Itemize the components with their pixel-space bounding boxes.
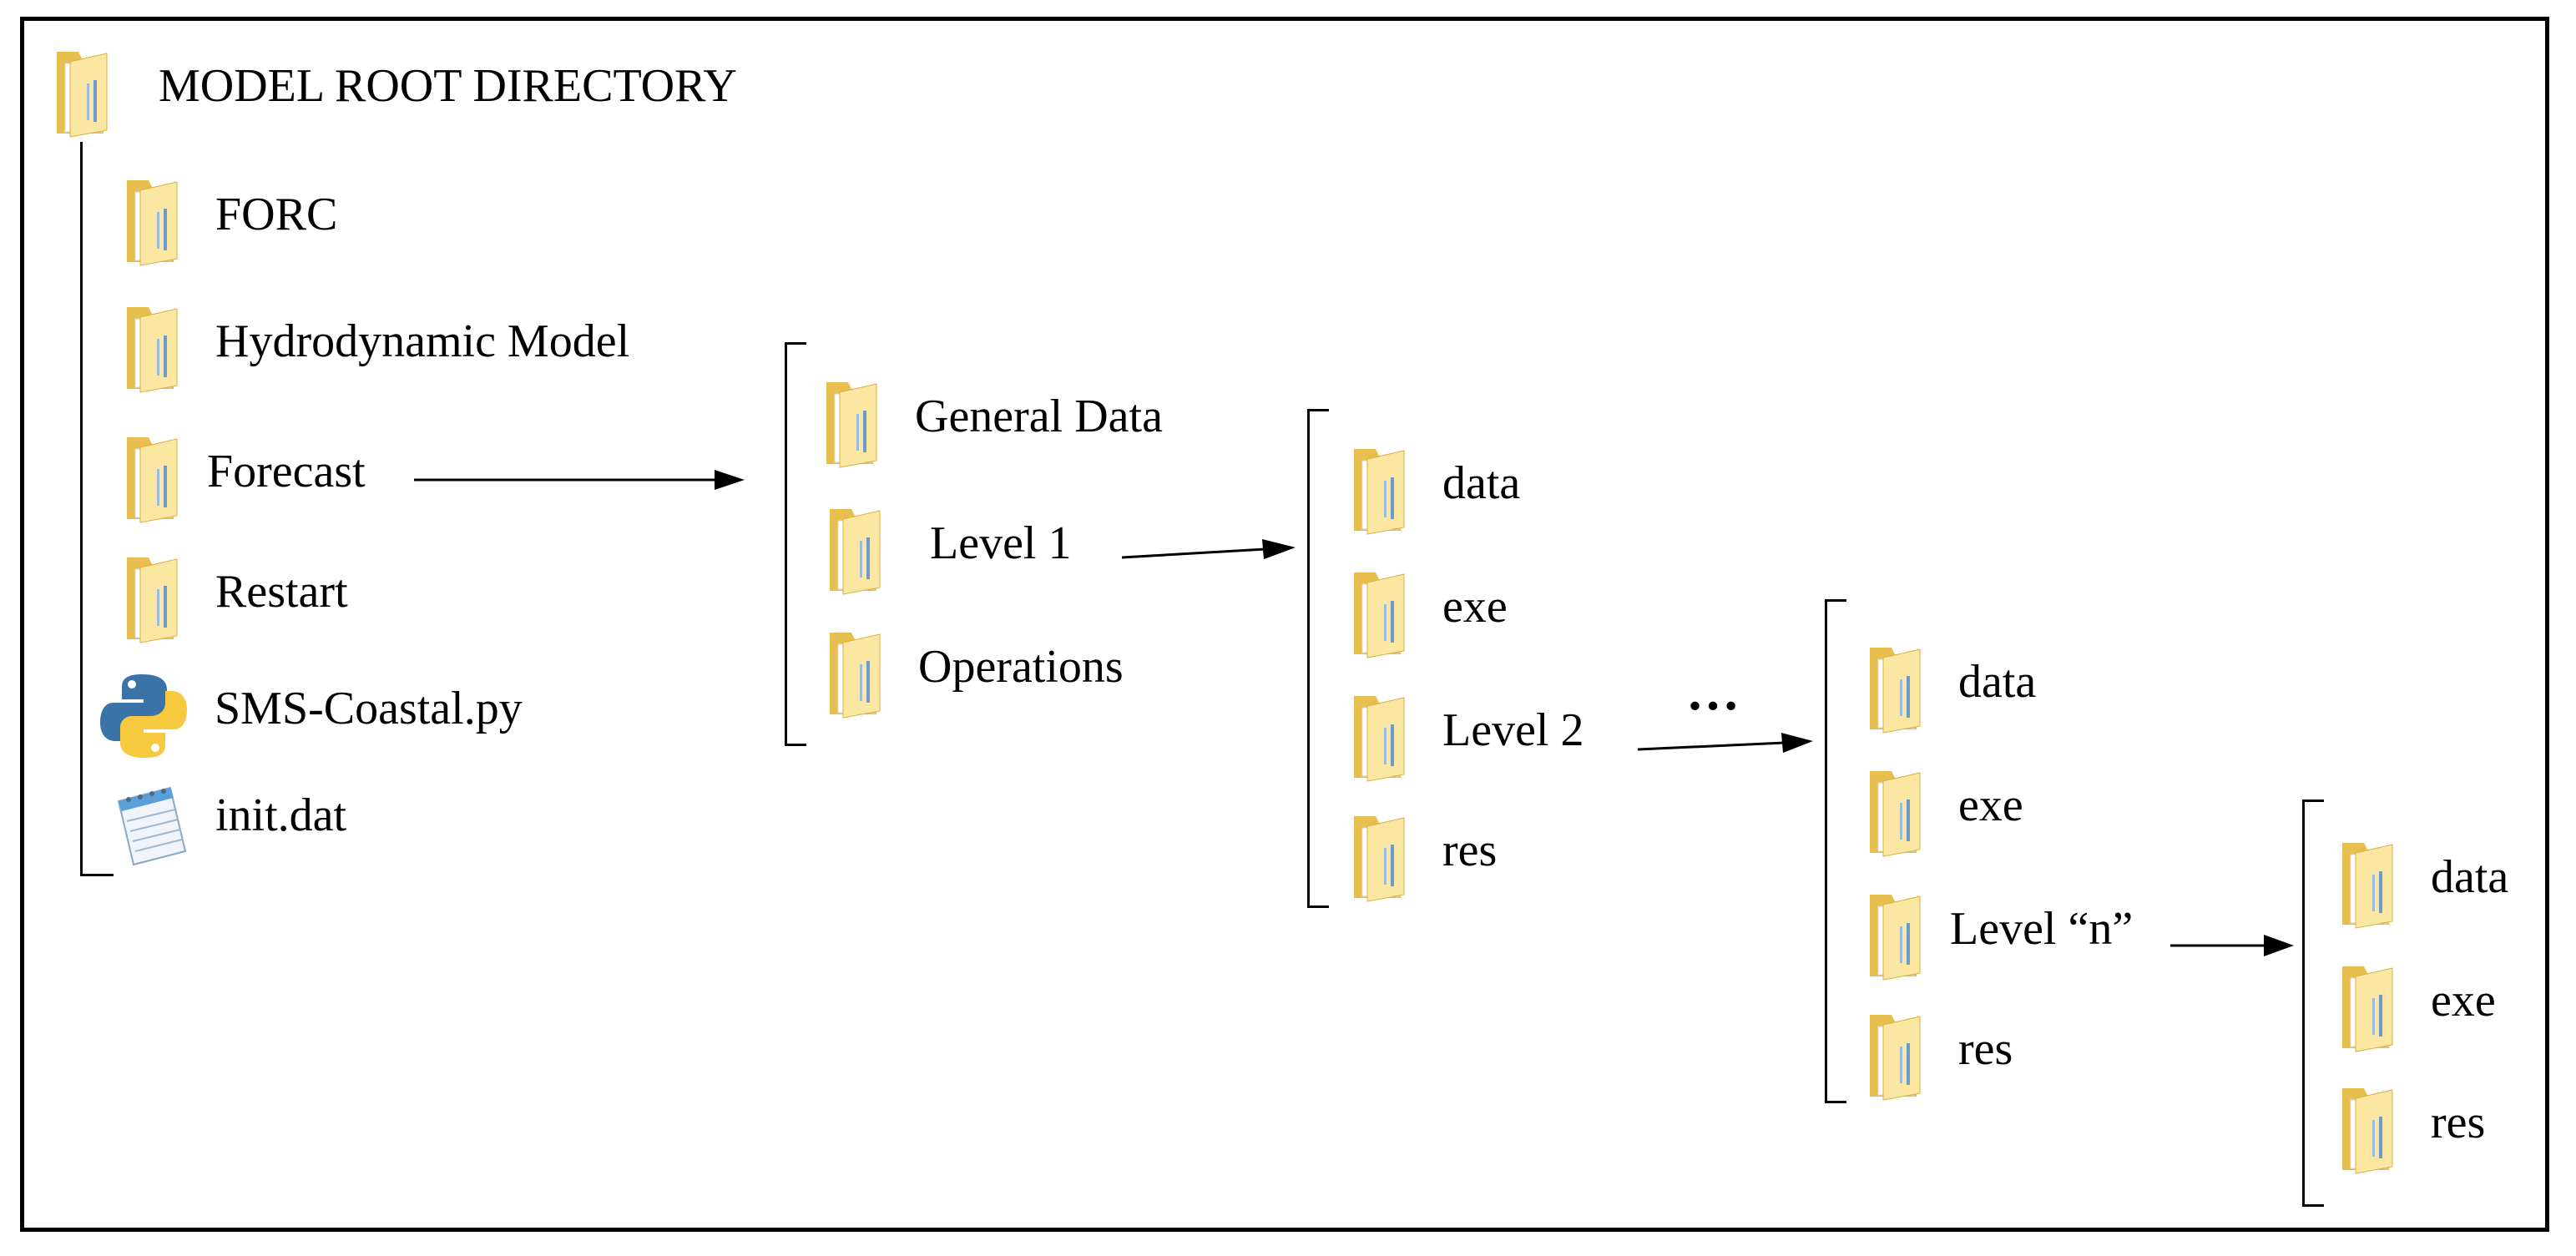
item-label: exe: [1958, 779, 2023, 831]
folder-icon: [1351, 811, 1421, 905]
item-label: SMS-Coastal.py: [215, 683, 523, 734]
folder-icon: [2339, 838, 2409, 931]
folder-icon: [1866, 643, 1937, 736]
item-label: res: [2431, 1097, 2486, 1148]
folder-icon: [826, 628, 897, 721]
forecast-bracket: [785, 342, 806, 746]
folder-icon: [2339, 961, 2409, 1055]
diagram-frame: [20, 17, 2549, 1232]
arrow-leveln-to-children: [2170, 935, 2294, 956]
item-label: res: [1958, 1023, 2013, 1075]
item-label: exe: [2431, 975, 2496, 1026]
item-label: data: [1442, 457, 1521, 509]
item-label: init.dat: [215, 789, 347, 841]
item-label: res: [1442, 825, 1498, 876]
arrow-forecast-to-children: [414, 470, 745, 490]
leveln-bracket: [2302, 800, 2324, 1207]
arrow-level2-to-children: [1638, 733, 1813, 753]
folder-icon: [1351, 444, 1421, 537]
folder-icon: [124, 175, 194, 269]
python-icon: [97, 669, 190, 763]
item-label: data: [1958, 656, 2037, 708]
item-label: Level 1: [930, 517, 1072, 569]
item-label: Forecast: [207, 446, 366, 497]
level1-bracket: [1307, 409, 1329, 908]
folder-icon: [53, 47, 124, 140]
folder-icon: [1866, 1010, 1937, 1103]
root-tree-line: [80, 142, 114, 876]
folder-icon: [1866, 890, 1937, 983]
arrow-level1-to-children: [1122, 539, 1296, 559]
folder-icon: [1351, 567, 1421, 661]
item-label: data: [2431, 851, 2509, 903]
item-label: General Data: [915, 391, 1163, 442]
item-label: MODEL ROOT DIRECTORY: [159, 60, 737, 112]
folder-icon: [124, 302, 194, 396]
folder-icon: [124, 432, 194, 526]
level2-bracket: [1825, 599, 1846, 1103]
folder-icon: [124, 552, 194, 646]
folder-icon: [826, 504, 897, 598]
folder-icon: [1866, 766, 1937, 860]
item-label: FORC: [215, 189, 338, 240]
item-label: Restart: [215, 566, 348, 618]
item-label: Level “n”: [1950, 903, 2134, 955]
folder-icon: [1351, 691, 1421, 784]
ellipsis: …: [1686, 662, 1741, 721]
item-label: Hydrodynamic Model: [215, 315, 630, 367]
item-label: Operations: [918, 641, 1124, 693]
item-label: exe: [1442, 581, 1508, 633]
notepad-icon: [104, 776, 197, 870]
folder-icon: [823, 377, 893, 471]
item-label: Level 2: [1442, 704, 1584, 756]
folder-icon: [2339, 1083, 2409, 1177]
